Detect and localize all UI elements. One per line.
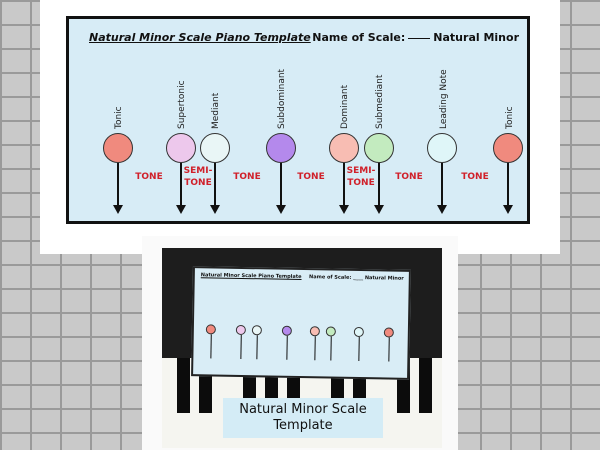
photo-template-title: Natural Minor Scale Piano Template bbox=[200, 272, 302, 281]
scale-name-suffix: Natural Minor bbox=[433, 31, 519, 44]
photo-note-circle bbox=[281, 325, 292, 336]
arrow-submediant bbox=[378, 163, 380, 205]
black-key bbox=[419, 358, 432, 413]
note-circle-dominant bbox=[329, 133, 359, 163]
black-key bbox=[177, 358, 190, 413]
degree-label-subdominant: Subdominant bbox=[277, 68, 287, 129]
degree-label-dominant: Dominant bbox=[340, 84, 350, 129]
degree-label-tonic: Tonic bbox=[114, 106, 124, 129]
degree-label-leading-note: Leading Note bbox=[439, 69, 449, 129]
arrow-head-icon bbox=[503, 205, 513, 214]
photo-arrow bbox=[330, 336, 332, 361]
photo-template-card: Natural Minor Scale Piano Template Name … bbox=[191, 266, 411, 380]
arrow-head-icon bbox=[210, 205, 220, 214]
photo-template-name: Name of Scale: ____ Natural Minor bbox=[309, 274, 404, 282]
note-circle-subdominant bbox=[266, 133, 296, 163]
interval-label: SEMI-TONE bbox=[183, 166, 213, 188]
interval-label: TONE bbox=[461, 172, 489, 182]
arrow-head-icon bbox=[374, 205, 384, 214]
arrow-leading-note bbox=[441, 163, 443, 205]
photo-note-circle bbox=[251, 325, 262, 336]
photo-arrow bbox=[210, 334, 212, 359]
scale-name-blank bbox=[408, 38, 431, 39]
photo-arrow bbox=[314, 336, 316, 361]
photo-note-circle bbox=[309, 326, 320, 337]
scale-template: Natural Minor Scale Piano Template Name … bbox=[66, 16, 530, 224]
interval-label: TONE bbox=[395, 172, 423, 182]
interval-label: TONE bbox=[135, 172, 163, 182]
note-circle-supertonic bbox=[166, 133, 196, 163]
caption-box: Natural Minor Scale Template bbox=[223, 398, 383, 438]
arrow-dominant bbox=[343, 163, 345, 205]
arrow-mediant bbox=[214, 163, 216, 205]
caption-line-2: Template bbox=[273, 418, 333, 433]
arrow-tonic-octave bbox=[507, 163, 509, 205]
arrow-head-icon bbox=[437, 205, 447, 214]
arrow-supertonic bbox=[180, 163, 182, 205]
note-circle-submediant bbox=[364, 133, 394, 163]
interval-label: SEMI-TONE bbox=[346, 166, 376, 188]
arrow-tonic bbox=[117, 163, 119, 205]
photo-arrow bbox=[286, 335, 288, 360]
interval-label: TONE bbox=[233, 172, 261, 182]
degree-label-supertonic: Supertonic bbox=[177, 80, 187, 129]
photo-note-circle bbox=[325, 326, 336, 337]
scale-name-prefix: Name of Scale: bbox=[312, 31, 406, 44]
arrow-head-icon bbox=[113, 205, 123, 214]
degree-label-mediant: Mediant bbox=[211, 92, 221, 129]
template-title: Natural Minor Scale Piano Template bbox=[89, 31, 311, 44]
degree-label-tonic-octave: Tonic bbox=[505, 106, 515, 129]
note-circle-tonic bbox=[103, 133, 133, 163]
interval-label: TONE bbox=[297, 172, 325, 182]
note-circle-leading-note bbox=[427, 133, 457, 163]
note-circle-tonic-octave bbox=[493, 133, 523, 163]
arrow-subdominant bbox=[280, 163, 282, 205]
photo-note-circle bbox=[353, 326, 364, 338]
photo-arrow bbox=[256, 335, 258, 360]
photo-arrow bbox=[240, 334, 242, 359]
caption-line-1: Natural Minor Scale bbox=[239, 402, 367, 417]
photo-note-circle bbox=[235, 324, 246, 336]
degree-label-submediant: Submediant bbox=[375, 74, 385, 129]
photo-note-circle bbox=[383, 327, 394, 338]
arrow-head-icon bbox=[276, 205, 286, 214]
photo-arrow bbox=[388, 337, 390, 362]
arrow-head-icon bbox=[339, 205, 349, 214]
photo-arrow bbox=[358, 337, 360, 362]
photo-note-circle bbox=[205, 324, 216, 335]
scale-name-field: Name of Scale: Natural Minor bbox=[312, 31, 519, 44]
note-circle-mediant bbox=[200, 133, 230, 163]
arrow-head-icon bbox=[176, 205, 186, 214]
